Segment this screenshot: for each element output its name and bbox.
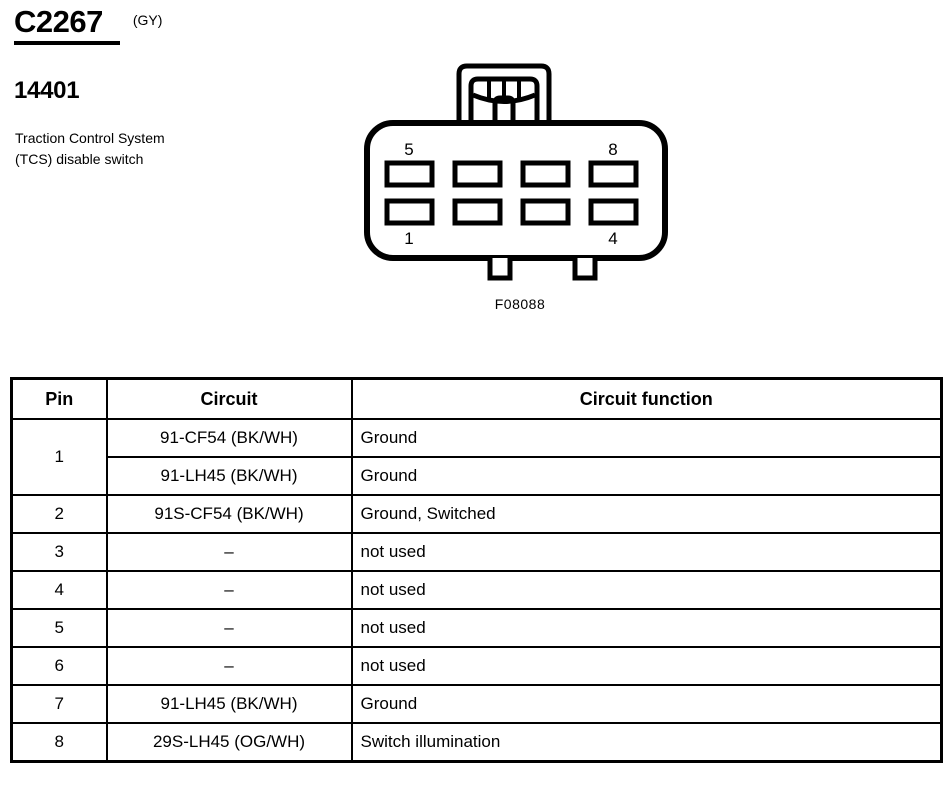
cell-circuit-function: Ground <box>350 684 943 724</box>
pin-label-bottom-right: 4 <box>608 229 617 248</box>
table-row: 6–not used <box>10 646 943 686</box>
pin-label-top-left: 5 <box>404 140 413 159</box>
column-header-pin: Pin <box>10 377 108 420</box>
table-row: 5–not used <box>10 608 943 648</box>
part-number: 14401 <box>14 77 80 104</box>
cavity-5 <box>384 160 435 188</box>
cell-circuit: 91-LH45 (BK/WH) <box>105 456 353 496</box>
cell-circuit-function: Switch illumination <box>350 722 943 763</box>
cell-pin: 8 <box>10 722 108 763</box>
figure-caption: F08088 <box>494 296 546 312</box>
cell-circuit-function: Ground <box>350 418 943 458</box>
latch-outer-arch <box>456 63 552 128</box>
connector-face-view-icon: 5 8 1 4 <box>364 63 668 281</box>
cavity-1 <box>384 198 435 226</box>
cell-circuit-function: Ground, Switched <box>350 494 943 534</box>
cell-circuit: – <box>105 570 353 610</box>
cavity-3 <box>520 198 571 226</box>
cavity-2 <box>452 198 503 226</box>
cell-circuit-function: not used <box>350 570 943 610</box>
cell-pin: 3 <box>10 532 108 572</box>
cell-circuit-function: not used <box>350 646 943 686</box>
connector-id-row: C2267 (GY) <box>14 5 314 41</box>
pin-label-top-right: 8 <box>608 140 617 159</box>
cell-pin: 6 <box>10 646 108 686</box>
cell-pin: 5 <box>10 608 108 648</box>
cell-circuit-function: not used <box>350 532 943 572</box>
cavity-4 <box>588 198 639 226</box>
cell-circuit: 91S-CF54 (BK/WH) <box>105 494 353 534</box>
cell-circuit-function: not used <box>350 608 943 648</box>
mounting-tab-left <box>487 258 513 281</box>
pin-label-bottom-left: 1 <box>404 229 413 248</box>
latch-serration-bar <box>472 92 536 104</box>
cell-pin: 4 <box>10 570 108 610</box>
cavity-8 <box>588 160 639 188</box>
cell-circuit: – <box>105 532 353 572</box>
connector-header-block: C2267 (GY) 14401 Traction Control System … <box>0 0 330 200</box>
connector-color-code: (GY) <box>132 12 163 28</box>
cell-pin: 1 <box>10 418 108 496</box>
cavity-6 <box>452 160 503 188</box>
column-header-function: Circuit function <box>350 377 943 420</box>
table-row: 3–not used <box>10 532 943 572</box>
latch-inner-arch <box>468 76 540 128</box>
cell-pin: 7 <box>10 684 108 724</box>
cell-circuit: – <box>105 608 353 648</box>
cell-circuit: 91-CF54 (BK/WH) <box>105 418 353 458</box>
mounting-tab-right <box>572 258 598 281</box>
cell-circuit: 91-LH45 (BK/WH) <box>105 684 353 724</box>
cavity-7 <box>520 160 571 188</box>
table-header-row: Pin Circuit Circuit function <box>10 377 943 420</box>
column-header-circuit: Circuit <box>105 377 353 420</box>
cell-pin: 2 <box>10 494 108 534</box>
connector-id: C2267 <box>14 4 103 39</box>
cell-circuit: – <box>105 646 353 686</box>
table-row: 4–not used <box>10 570 943 610</box>
connector-id-underline <box>14 41 120 45</box>
table-row: 91-LH45 (BK/WH)Ground <box>12 456 943 496</box>
cell-circuit: 29S-LH45 (OG/WH) <box>105 722 353 763</box>
latch-center-post <box>492 95 516 128</box>
connector-description: Traction Control System (TCS) disable sw… <box>15 130 165 167</box>
connector-figure: 5 8 1 4 F08088 <box>340 50 700 330</box>
cell-circuit-function: Ground <box>350 456 943 496</box>
